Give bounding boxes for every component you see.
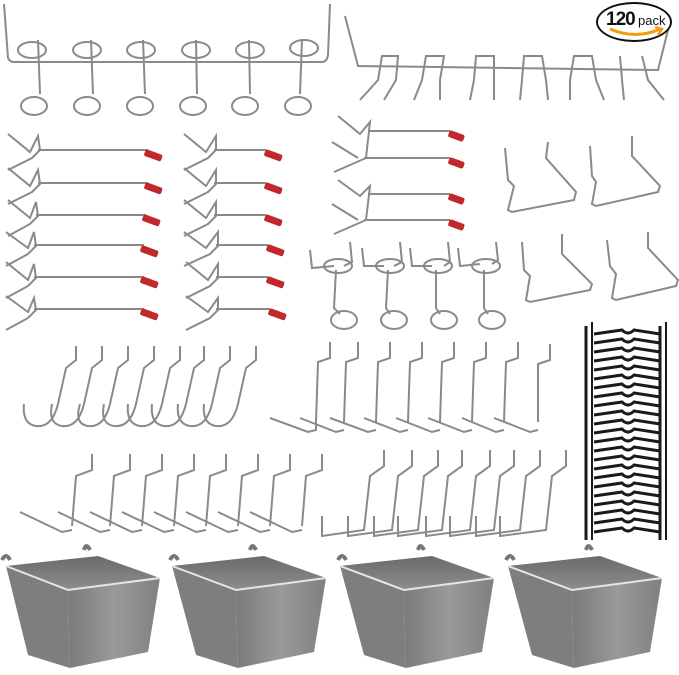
storage-bin: [336, 544, 495, 668]
j-hooks: [22, 346, 257, 428]
pack-unit: pack: [638, 13, 666, 28]
long-single-hooks-red-tip: [5, 132, 163, 331]
short-single-hooks-red-tip: [183, 132, 287, 331]
pack-count: 120: [606, 9, 636, 30]
l-hooks-upright: [321, 450, 567, 538]
smile-arrow-icon: [609, 26, 664, 36]
l-hooks-short: [19, 454, 323, 534]
six-ring-tool-holder: [3, 3, 331, 116]
storage-bin: [504, 544, 663, 668]
black-locking-clips-strip: [584, 322, 667, 540]
storage-bin: [0, 544, 161, 668]
multi-prong-rack: [344, 15, 669, 101]
u-shaped-hooks: [504, 136, 679, 304]
single-ring-hooks: [309, 241, 506, 330]
double-hooks-red-tip: [331, 115, 465, 235]
pack-count-badge: 120 pack: [596, 2, 676, 46]
gray-storage-bins: [0, 544, 663, 668]
l-hooks-long: [269, 342, 551, 434]
storage-bin: [168, 544, 327, 668]
